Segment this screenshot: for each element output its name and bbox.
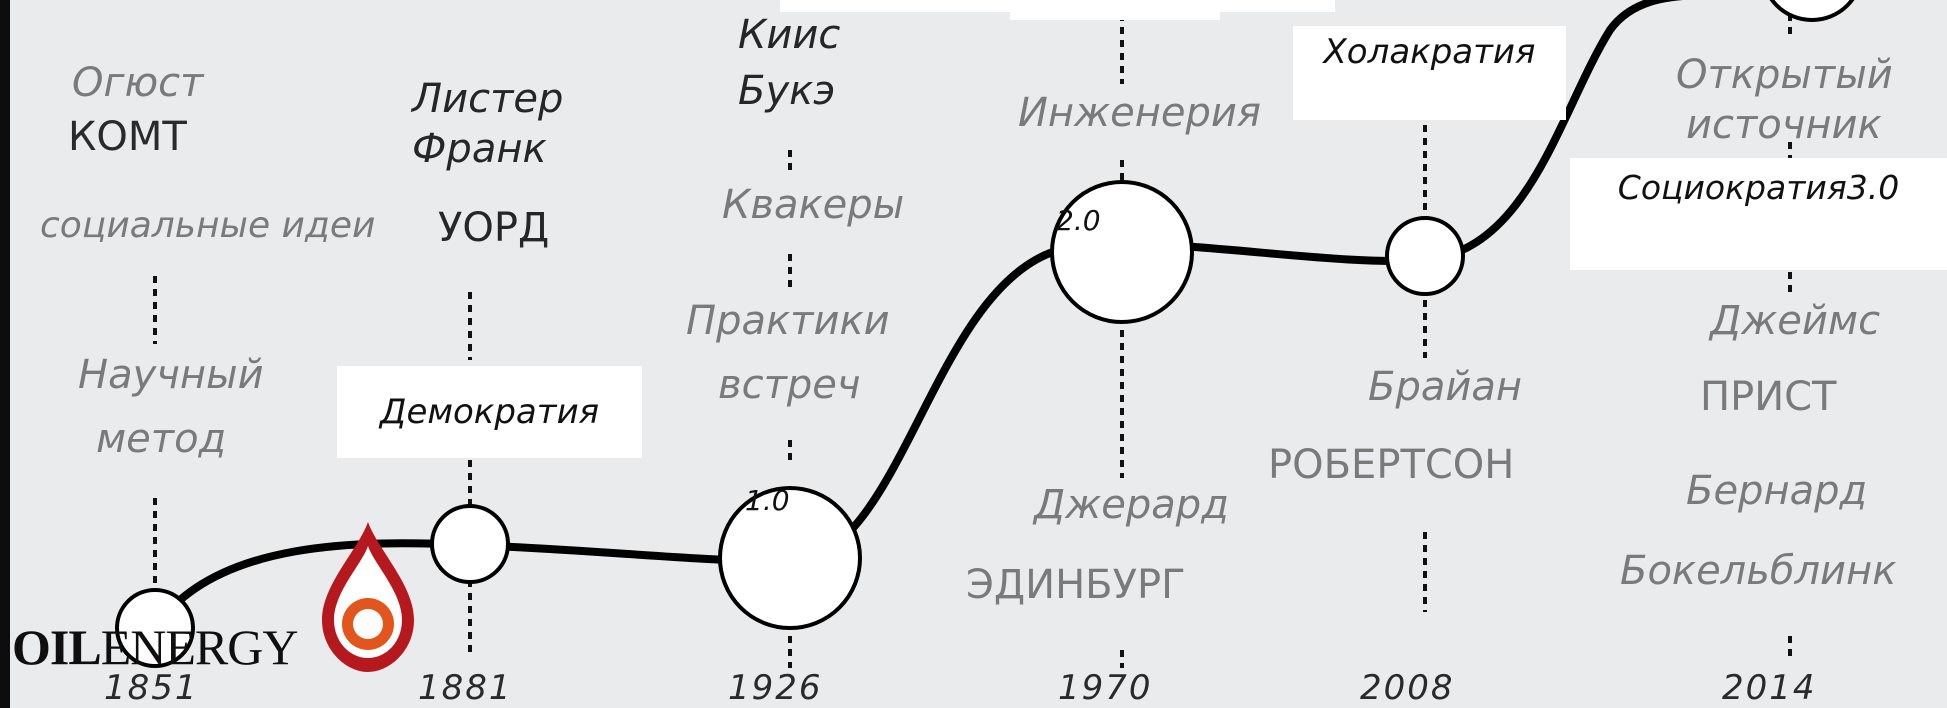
node-1851 [115, 588, 195, 668]
label-boeke: Букэ [738, 68, 836, 114]
label-bockelbrink: Бокельблинк [1620, 548, 1897, 594]
logo-light: ENERGY [100, 619, 299, 675]
logo-strong: OIL [12, 619, 102, 675]
label-social-ideas: социальные идеи [40, 205, 376, 246]
version-1-0: 1.0 [745, 484, 790, 517]
node-top-right [1769, 0, 1855, 22]
box-sociocracy-3: Социократия3.0 [1570, 158, 1947, 270]
year-1970: 1970 [1058, 668, 1153, 708]
node-1926 [718, 486, 862, 630]
label-comte: КОМТ [68, 114, 187, 160]
node-1881 [430, 504, 510, 584]
year-2008: 2008 [1360, 668, 1455, 708]
box-holacracy: Холакратия [1293, 26, 1566, 120]
label-robertson: РОБЕРТСОН [1268, 442, 1515, 488]
node-2008 [1385, 216, 1465, 296]
label-edinburgh: ЭДИНБУРГ [966, 562, 1186, 608]
label-priest: ПРИСТ [1700, 374, 1837, 420]
label-quakers: Квакеры [722, 182, 905, 228]
year-1851: 1851 [104, 668, 199, 708]
box-democracy: Демократия [337, 366, 642, 458]
label-kees: Киис [738, 12, 841, 58]
oil-drop-icon [322, 522, 414, 672]
label-ward: УОРД [438, 205, 550, 251]
label-frank: Франк [412, 126, 547, 172]
label-method: метод [96, 416, 227, 462]
label-bernard: Бернард [1686, 468, 1868, 514]
label-brian: Брайан [1368, 364, 1523, 410]
node-1970 [1050, 180, 1194, 324]
label-auguste: Огюст [72, 60, 204, 106]
label-james: Джеймс [1710, 298, 1881, 344]
left-frame-border [0, 0, 10, 708]
year-1881: 1881 [418, 668, 513, 708]
label-scientific: Научный [78, 352, 264, 398]
oil-energy-logo: OILENERGY [12, 618, 299, 676]
version-2-0: 2.0 [1056, 204, 1101, 237]
top-box-right [1010, 0, 1220, 20]
year-1926: 1926 [728, 668, 823, 708]
label-source: источник [1686, 102, 1882, 148]
label-engineering: Инженерия [1018, 90, 1261, 136]
year-2014: 2014 [1722, 668, 1817, 708]
label-practices: Практики [686, 298, 890, 344]
label-lester: Листер [412, 76, 564, 122]
label-gerard: Джерард [1034, 482, 1229, 528]
label-meetings: встреч [718, 362, 861, 408]
label-open: Открытый [1676, 52, 1893, 98]
